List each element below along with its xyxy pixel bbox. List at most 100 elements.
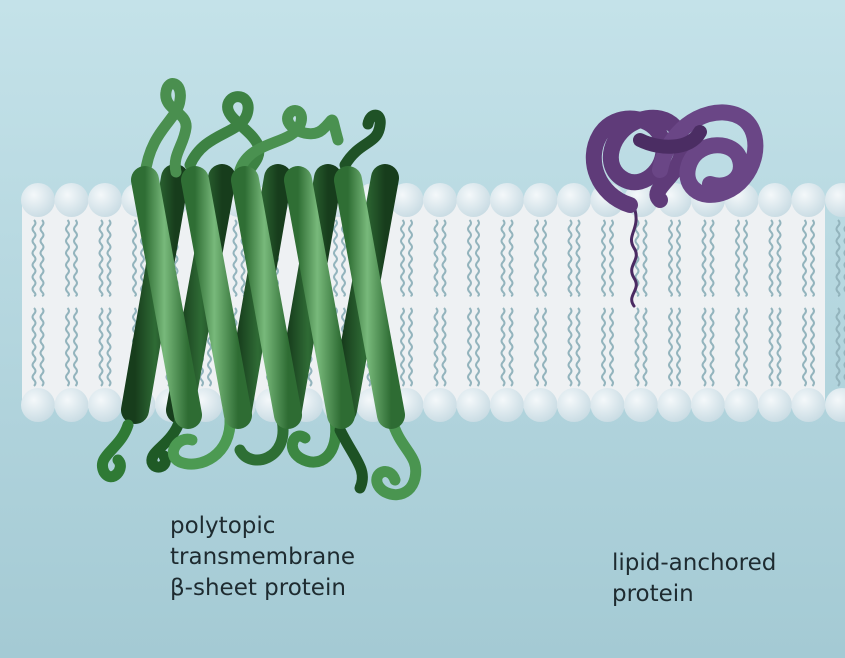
- lipid-tail: [668, 307, 673, 387]
- lipid-tail: [65, 307, 70, 387]
- lipid-head: [590, 388, 625, 422]
- lipid-head: [825, 183, 845, 217]
- lipid-tail: [400, 307, 405, 387]
- lipid-head: [423, 388, 457, 422]
- lipid-tail: [609, 219, 614, 297]
- label-line: transmembrane: [170, 544, 355, 570]
- lipid-head: [791, 183, 826, 217]
- lipid-tail: [333, 219, 338, 297]
- lipid-tail: [802, 307, 807, 387]
- lipid-tail: [810, 219, 815, 297]
- lipid-tail: [508, 219, 514, 297]
- lipid-head: [691, 388, 725, 422]
- barrel-front-strands: [131, 166, 405, 429]
- lipid-tail: [776, 307, 782, 387]
- lipid-head: [758, 183, 792, 217]
- lipid-tail: [542, 219, 547, 297]
- loop: [286, 414, 342, 468]
- lipid-head: [724, 388, 759, 422]
- lipid-tail: [441, 307, 447, 387]
- loop: [168, 412, 236, 470]
- beta-strand: [181, 166, 252, 429]
- lipid-tail: [408, 219, 413, 297]
- lipid-tail: [642, 219, 648, 297]
- lipid-tail: [500, 219, 506, 297]
- lipid-tail: [776, 219, 782, 297]
- lipid-head: [456, 183, 491, 217]
- folded-chain: [633, 125, 707, 154]
- lipid-tail: [735, 219, 740, 297]
- lipid-tail: [709, 307, 715, 387]
- lipid-tail: [98, 307, 104, 387]
- lipid-head: [389, 183, 424, 217]
- label-line: protein: [612, 581, 694, 607]
- loop: [339, 109, 386, 171]
- lipid-anchored-protein: [585, 104, 764, 308]
- lipid-tail: [232, 219, 238, 297]
- beta-strand: [334, 166, 405, 429]
- lipid-tail: [500, 307, 506, 387]
- lipid-head: [758, 388, 792, 422]
- lipid-tail: [609, 307, 614, 387]
- beta-strand: [284, 166, 355, 429]
- lipid-head: [54, 183, 89, 217]
- lipid-tail: [508, 307, 514, 387]
- lipid-head: [88, 183, 122, 217]
- lipid-tail: [31, 307, 37, 387]
- lipid-anchored-protein-label: lipid-anchored protein: [612, 548, 776, 610]
- lipid-tail: [668, 219, 673, 297]
- transmembrane-beta-barrel-protein: [96, 78, 422, 501]
- lipid-tail: [73, 307, 78, 387]
- lipid-tail: [408, 307, 413, 387]
- lipid-tail: [31, 219, 37, 297]
- loop: [234, 414, 289, 466]
- lipid-tail: [467, 219, 472, 297]
- lipid-tail: [701, 307, 707, 387]
- lipid-head: [88, 388, 122, 422]
- lipid-tail: [475, 307, 480, 387]
- lipid-head: [423, 183, 457, 217]
- lipid-tail: [106, 307, 112, 387]
- lipid-head: [523, 388, 558, 422]
- lipid-tail: [575, 219, 581, 297]
- lipid-tail: [441, 219, 447, 297]
- label-line: polytopic: [170, 513, 276, 539]
- lipid-tail: [810, 307, 815, 387]
- lipid-tail: [768, 219, 774, 297]
- lipid-tail: [601, 219, 606, 297]
- loop: [334, 424, 368, 494]
- lipid-tail: [567, 219, 573, 297]
- lipid-tail: [39, 307, 45, 387]
- lipid-tail: [676, 219, 681, 297]
- lipid-head: [21, 183, 55, 217]
- lipid-tail: [634, 307, 640, 387]
- loop: [96, 419, 134, 483]
- lipid-head: [490, 388, 524, 422]
- lipid-tail: [98, 219, 104, 297]
- transmembrane-protein-label: polytopic transmembrane β-sheet protein: [170, 511, 355, 604]
- lipid-head: [54, 388, 89, 422]
- lipid-tail: [835, 307, 841, 387]
- loop: [371, 414, 422, 501]
- lipid-head: [523, 183, 558, 217]
- lipid-tail: [542, 307, 547, 387]
- folded-chain: [585, 109, 691, 213]
- beta-strand: [131, 166, 202, 429]
- lipid-tail: [575, 307, 581, 387]
- lipid-tail: [433, 219, 439, 297]
- protein-loops: [96, 78, 422, 501]
- lipid-tail: [743, 307, 748, 387]
- lipid-tail: [642, 307, 648, 387]
- lipid-tail: [467, 307, 472, 387]
- lipid-head: [825, 388, 845, 422]
- loop: [146, 414, 186, 473]
- lipid-tail: [768, 307, 774, 387]
- lipid-tail: [709, 219, 715, 297]
- lipid-head: [791, 388, 826, 422]
- lipid-head: [557, 183, 591, 217]
- lipid-tail: [534, 307, 539, 387]
- lipid-head: [456, 388, 491, 422]
- lipid-tail: [73, 219, 78, 297]
